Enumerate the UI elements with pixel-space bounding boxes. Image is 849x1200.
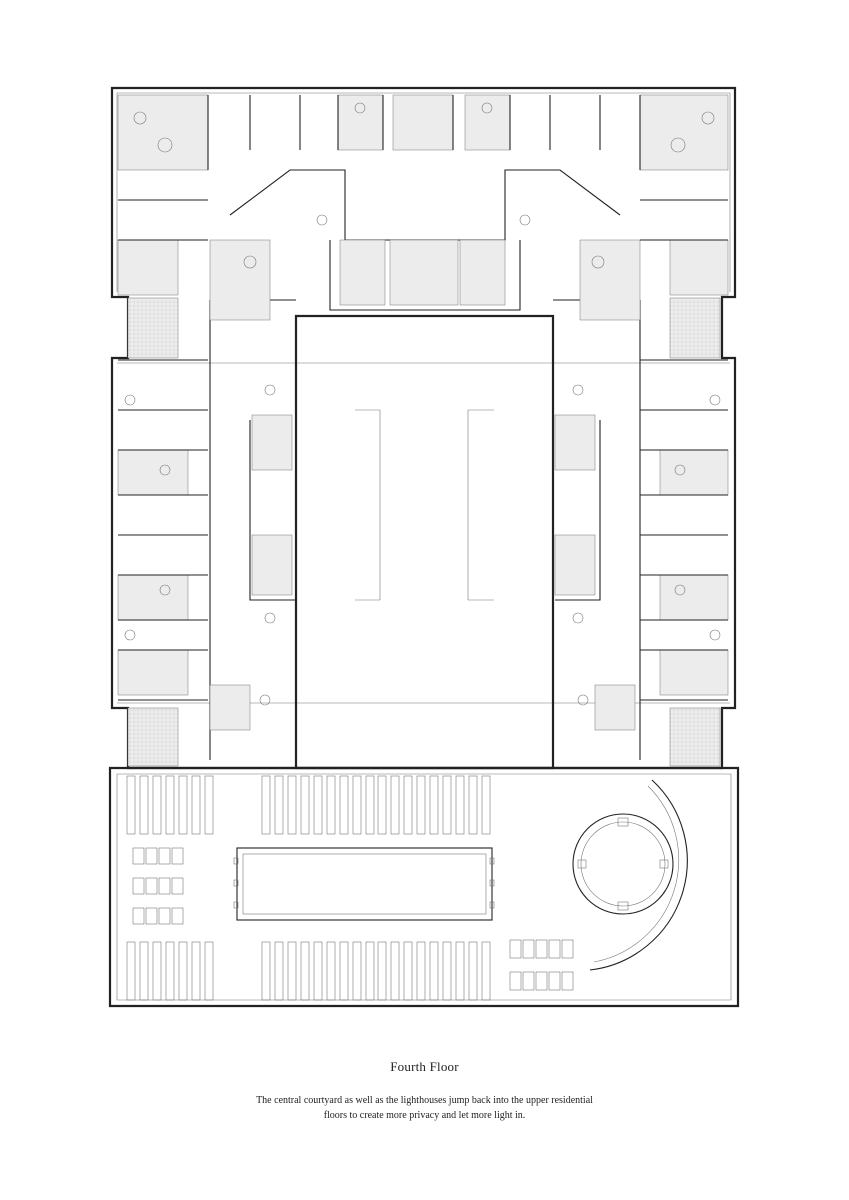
- desk: [132, 907, 145, 925]
- chair: [233, 901, 239, 909]
- book-stack: [261, 941, 271, 1001]
- book-stack: [352, 775, 362, 835]
- book-stack: [313, 941, 323, 1001]
- book-stack: [165, 775, 175, 835]
- book-stack: [126, 941, 136, 1001]
- desk: [561, 971, 574, 991]
- book-stack: [468, 775, 478, 835]
- book-stack: [165, 941, 175, 1001]
- book-stack: [442, 941, 452, 1001]
- book-stack: [204, 775, 214, 835]
- desk: [171, 847, 184, 865]
- book-stack: [204, 941, 214, 1001]
- book-stack: [274, 941, 284, 1001]
- book-stack: [300, 775, 310, 835]
- book-stack: [429, 941, 439, 1001]
- desk: [561, 939, 574, 959]
- book-stack: [313, 775, 323, 835]
- book-stack: [274, 775, 284, 835]
- desk: [535, 971, 548, 991]
- book-stack: [416, 941, 426, 1001]
- desk: [171, 907, 184, 925]
- desk: [158, 877, 171, 895]
- desk: [132, 847, 145, 865]
- east-apartments: [554, 199, 729, 767]
- library-hall: [108, 766, 740, 1008]
- book-stack: [139, 775, 149, 835]
- chair: [233, 879, 239, 887]
- desk: [522, 971, 535, 991]
- desk: [522, 939, 535, 959]
- desk: [145, 847, 158, 865]
- desk: [548, 939, 561, 959]
- desk: [535, 939, 548, 959]
- floor-plan: [108, 86, 740, 1008]
- book-stack: [442, 775, 452, 835]
- desk-groups: [132, 847, 574, 991]
- book-stack: [455, 941, 465, 1001]
- book-stack: [403, 941, 413, 1001]
- book-stack: [191, 775, 201, 835]
- central-courtyard: [294, 314, 555, 770]
- north-apartments: [117, 94, 729, 306]
- desk: [145, 907, 158, 925]
- book-stack: [261, 775, 271, 835]
- chair: [489, 879, 495, 887]
- desk: [509, 971, 522, 991]
- book-stack: [326, 775, 336, 835]
- book-stack: [468, 941, 478, 1001]
- book-stack: [300, 941, 310, 1001]
- west-apartments: [117, 199, 293, 767]
- book-stack: [365, 775, 375, 835]
- book-stack: [178, 941, 188, 1001]
- book-stack: [390, 775, 400, 835]
- desk: [171, 877, 184, 895]
- book-stack: [352, 941, 362, 1001]
- book-stack: [287, 941, 297, 1001]
- plan-title: Fourth Floor: [390, 1059, 459, 1074]
- residential-block: [110, 86, 737, 770]
- furniture: [124, 102, 721, 706]
- plan-description: The central courtyard as well as the lig…: [0, 1093, 849, 1123]
- book-stack: [429, 775, 439, 835]
- book-stacks: [126, 775, 491, 1001]
- desk: [132, 877, 145, 895]
- book-stack: [339, 941, 349, 1001]
- book-stack: [126, 775, 136, 835]
- desk: [145, 877, 158, 895]
- book-stack: [455, 775, 465, 835]
- chair: [489, 901, 495, 909]
- book-stack: [139, 941, 149, 1001]
- book-stack: [152, 775, 162, 835]
- desk: [158, 907, 171, 925]
- book-stack: [339, 775, 349, 835]
- desk: [158, 847, 171, 865]
- book-stack: [287, 775, 297, 835]
- book-stack: [365, 941, 375, 1001]
- book-stack: [377, 941, 387, 1001]
- book-stack: [152, 941, 162, 1001]
- description-line-1: The central courtyard as well as the lig…: [256, 1095, 593, 1106]
- book-stack: [481, 775, 491, 835]
- book-stack: [326, 941, 336, 1001]
- book-stack: [481, 941, 491, 1001]
- book-stack: [390, 941, 400, 1001]
- chair: [233, 857, 239, 865]
- desk: [509, 939, 522, 959]
- book-stack: [191, 941, 201, 1001]
- book-stack: [178, 775, 188, 835]
- chair: [489, 857, 495, 865]
- desk: [548, 971, 561, 991]
- book-stack: [403, 775, 413, 835]
- circular-reading-room: [572, 779, 688, 971]
- book-stack: [416, 775, 426, 835]
- book-stack: [377, 775, 387, 835]
- description-line-2: floors to create more privacy and let mo…: [323, 1110, 526, 1121]
